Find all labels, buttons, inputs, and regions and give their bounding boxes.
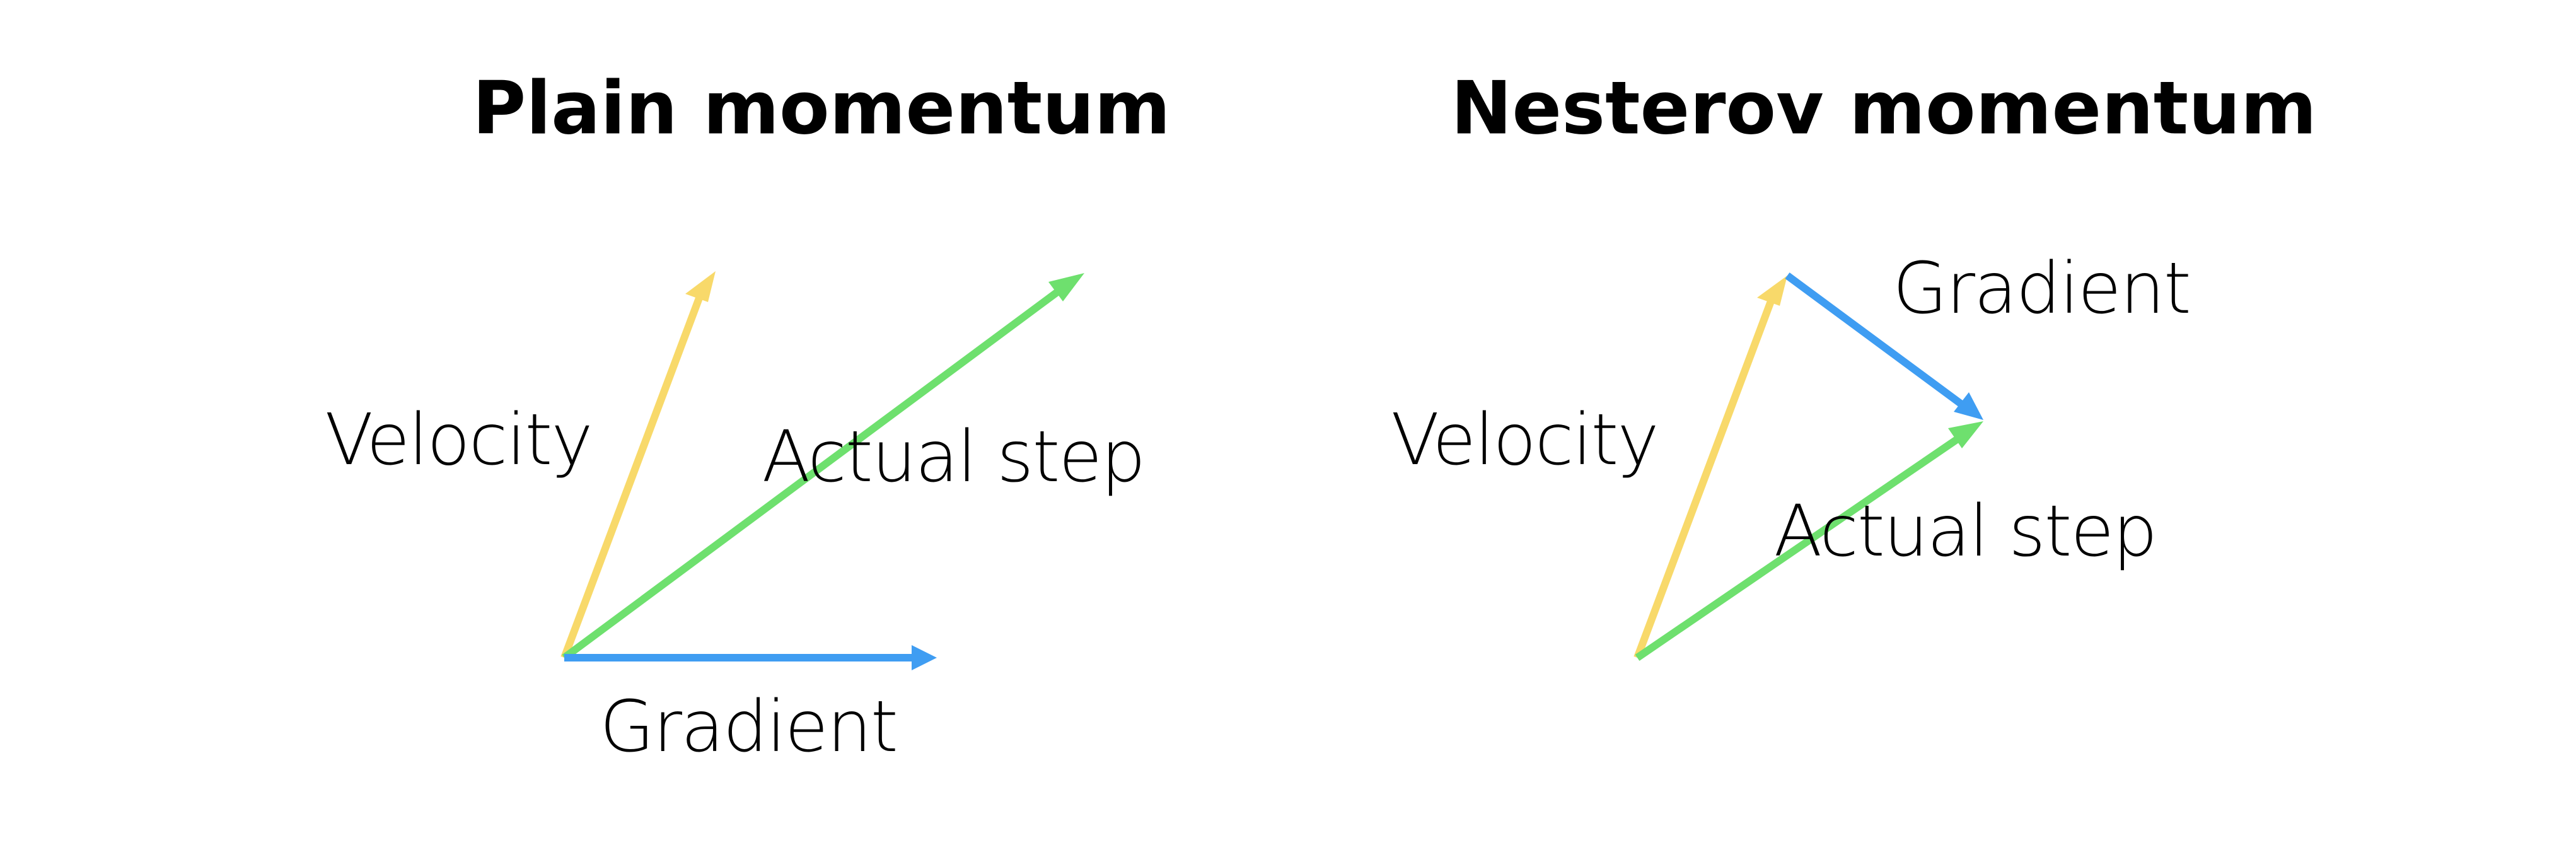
actual-step-arrow-nesterov: [1635, 421, 1983, 661]
gradient-arrow-plain: [564, 645, 937, 670]
gradient-label-plain: Gradient: [600, 686, 896, 768]
panel-nesterov-momentum: Nesterov momentum Gradient Velocity Actu…: [1391, 66, 2317, 661]
gradient-arrow-shaft: [1785, 272, 1966, 409]
velocity-arrow-plain: [560, 271, 716, 660]
actual-step-label-nesterov: Actual step: [1774, 491, 2157, 573]
velocity-arrowhead: [685, 271, 716, 302]
gradient-arrowhead: [1954, 392, 1983, 420]
velocity-label-plain: Velocity: [325, 399, 591, 481]
actual-step-label-plain: Actual step: [762, 416, 1145, 498]
gradient-arrow-nesterov: [1785, 272, 1983, 420]
actual-step-arrowhead: [1048, 273, 1084, 301]
panel-title-plain: Plain momentum: [472, 66, 1170, 151]
actual-step-arrowhead: [1948, 421, 1983, 448]
panel-title-nesterov: Nesterov momentum: [1451, 66, 2316, 151]
velocity-label-nesterov: Velocity: [1391, 399, 1657, 481]
actual-step-arrow-shaft: [562, 284, 1067, 661]
velocity-arrow-shaft: [560, 294, 704, 660]
velocity-arrow-nesterov: [1633, 276, 1787, 660]
gradient-label-nesterov: Gradient: [1893, 248, 2190, 330]
velocity-arrow-shaft: [1633, 298, 1775, 660]
gradient-arrowhead: [912, 645, 937, 670]
panel-plain-momentum: Plain momentum Velocity Actual step Grad…: [325, 66, 1170, 768]
velocity-arrowhead: [1757, 276, 1787, 306]
actual-step-arrow-plain: [562, 273, 1084, 661]
actual-step-arrow-shaft: [1635, 432, 1966, 661]
